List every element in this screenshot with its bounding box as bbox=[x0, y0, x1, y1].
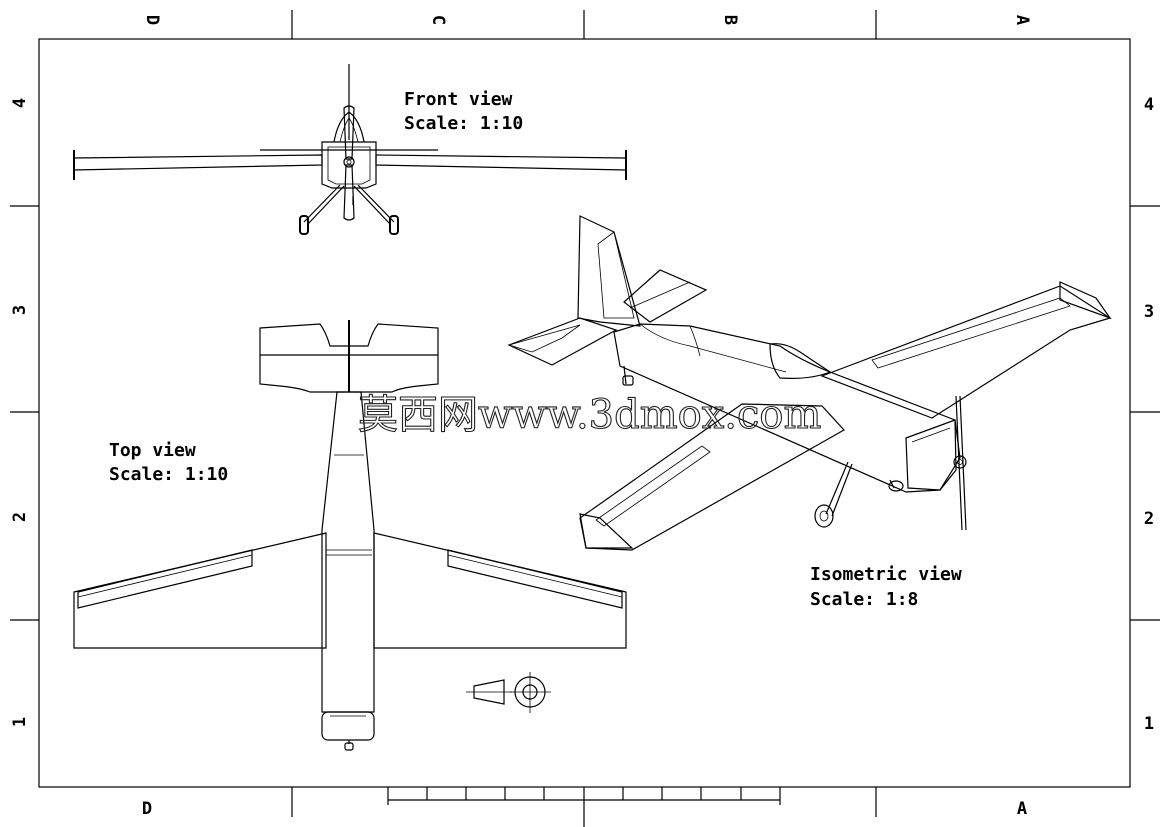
zone-number-left-3: 3 bbox=[10, 305, 30, 315]
zone-letter-top-a: A bbox=[1012, 15, 1032, 25]
front-view-title: Front view bbox=[404, 89, 513, 110]
zone-number-right-3: 3 bbox=[1144, 302, 1154, 322]
scale-ruler bbox=[387, 787, 781, 805]
zone-number-right-1: 1 bbox=[1144, 714, 1154, 734]
zone-number-left-2: 2 bbox=[10, 512, 30, 522]
isometric-view-scale: Scale: 1:8 bbox=[810, 589, 918, 610]
watermark-text: 莫西网www.3dmox.com bbox=[358, 392, 821, 438]
zone-number-left-1: 1 bbox=[10, 717, 30, 727]
zone-number-left-4: 4 bbox=[10, 98, 30, 108]
isometric-view-drawing bbox=[507, 215, 1112, 551]
zone-letter-top-d: D bbox=[142, 15, 162, 25]
zone-letter-bottom-a: A bbox=[1017, 799, 1027, 819]
zone-number-right-2: 2 bbox=[1144, 509, 1154, 529]
zone-number-right-4: 4 bbox=[1144, 95, 1154, 115]
front-view-scale: Scale: 1:10 bbox=[404, 113, 523, 134]
zone-letter-top-c: C bbox=[428, 15, 448, 25]
top-view-drawing bbox=[73, 320, 627, 751]
zone-dividers bbox=[10, 10, 1160, 827]
front-view-drawing bbox=[73, 64, 627, 235]
top-view-title: Top view bbox=[109, 440, 196, 461]
top-view-scale: Scale: 1:10 bbox=[109, 464, 228, 485]
isometric-view-title: Isometric view bbox=[810, 564, 962, 585]
zone-letter-bottom-d: D bbox=[142, 799, 152, 819]
zone-letter-top-b: B bbox=[720, 15, 740, 25]
projection-symbol bbox=[466, 672, 551, 713]
